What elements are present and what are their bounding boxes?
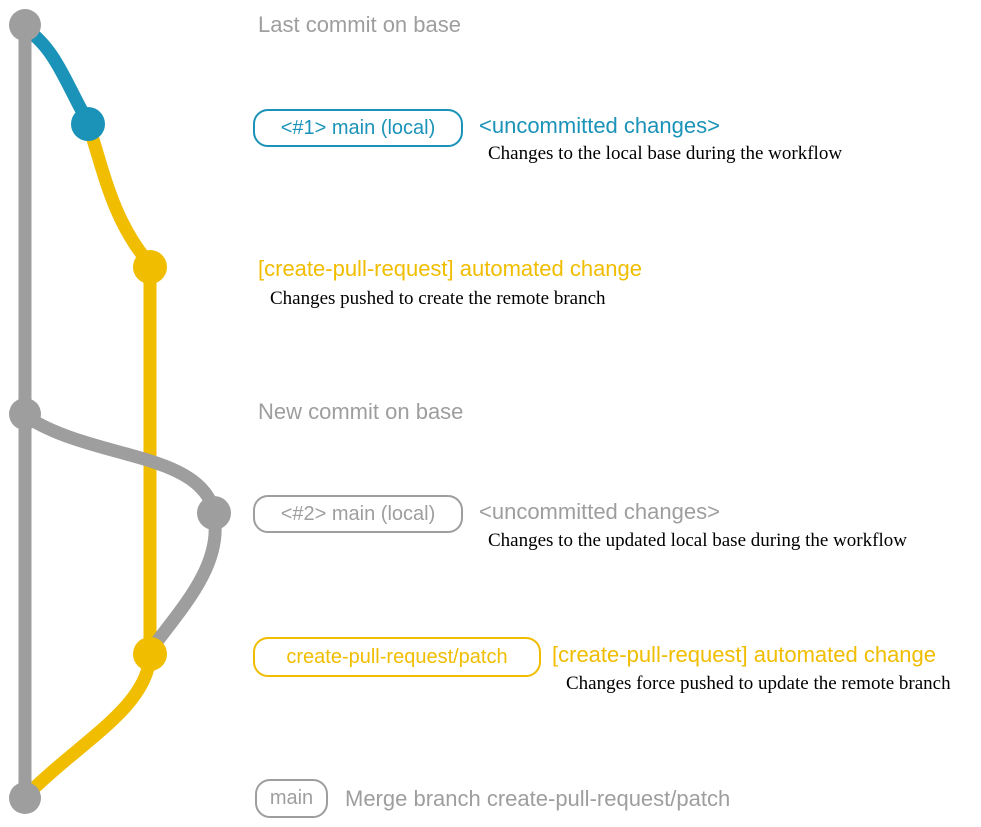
label-new-commit-on-base: New commit on base: [258, 399, 464, 424]
commit-node-automated-change-1: [133, 250, 167, 284]
commit-node-new-base: [9, 398, 41, 430]
description-uncommitted-changes-2: Changes to the updated local base during…: [488, 530, 907, 551]
main-local-branch-curve-2a: [20, 410, 220, 515]
label-uncommitted-changes-1: <uncommitted changes>: [479, 113, 720, 138]
main-local-branch-curve-2b: [146, 509, 222, 654]
commit-node-main-local-2: [197, 496, 231, 530]
commit-node-automated-change-2: [133, 637, 167, 671]
badge-create-pull-request-patch: create-pull-request/patch: [253, 637, 541, 677]
patch-branch-curve-top: [82, 120, 156, 270]
main-local-branch-curve-1: [19, 22, 94, 127]
commit-node-merge: [9, 782, 41, 814]
badge-main-local-2: <#2> main (local): [253, 495, 463, 533]
label-uncommitted-changes-2: <uncommitted changes>: [479, 499, 720, 524]
badge-main-local-1: <#1> main (local): [253, 109, 463, 147]
description-uncommitted-changes-1: Changes to the local base during the wor…: [488, 143, 843, 164]
label-automated-change-2: [create-pull-request] automated change: [552, 642, 937, 667]
label-last-commit-on-base: Last commit on base: [258, 12, 461, 37]
patch-branch-merge-curve: [21, 650, 157, 801]
label-merge-branch: Merge branch create-pull-request/patch: [345, 786, 731, 811]
git-graph: [9, 9, 231, 814]
commit-node-last-base: [9, 9, 41, 41]
badge-main: main: [255, 779, 328, 818]
commit-node-main-local-1: [71, 107, 105, 141]
label-automated-change-1: [create-pull-request] automated change: [258, 256, 643, 281]
description-automated-change-2: Changes force pushed to update the remot…: [566, 673, 951, 694]
description-automated-change-1: Changes pushed to create the remote bran…: [270, 288, 606, 309]
